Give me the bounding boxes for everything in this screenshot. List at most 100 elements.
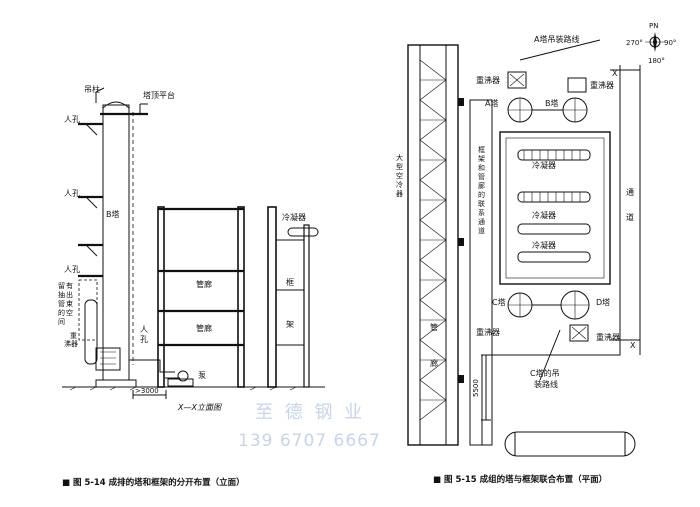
ground-hatch [69,386,297,391]
label-bundle-4: 出 [66,290,73,299]
label-air-cooler-1: 大 [396,153,403,162]
label-dimension-5500: 5500 [472,379,480,397]
label-bundle-3: 抽 [58,290,65,299]
bottom-vessel [504,431,636,457]
label-air-cooler-3: 空 [396,171,403,180]
reboiler-d-box [569,324,589,342]
towers-ab [507,71,588,123]
bottom-box-lines [100,351,116,365]
reboiler-b-box [567,77,587,93]
label-compass-north: PN [649,22,658,30]
label-frame-link-1: 框 [478,145,485,154]
label-bundle-1: 留 [58,281,65,290]
label-pipe-rack-1: 管廊 [196,279,212,289]
label-bundle-5: 管 [58,299,65,308]
label-tower-b: B塔 [545,98,559,108]
label-air-cooler-4: 冷 [396,180,403,189]
label-passage-1: 通 [626,187,634,197]
label-tower-c: C塔 [492,297,506,307]
hanger-post [95,87,105,103]
watermark-line2: 139 6707 6667 [238,431,381,451]
label-section-x-bottom: X [630,341,636,350]
label-tower-a: A塔 [485,98,498,108]
label-c-hoist-line-2: 装路线 [534,379,558,389]
label-compass-180: 180° [648,57,665,65]
pump-base [167,378,194,387]
label-reboiler-3: 器 [71,340,78,348]
label-frame-link-6: 的 [478,190,485,199]
label-reboiler-tr: 重沸器 [590,80,614,90]
label-passage-2: 道 [626,212,634,222]
label-bundle-7: 的 [58,308,65,317]
label-frame-link-9: 通 [478,217,485,226]
label-view-title: X—X立面图 [177,403,222,412]
air-cooler-structure [407,44,464,446]
label-frame-link-2: 架 [478,155,485,163]
label-pump: 泵 [198,371,206,380]
tower-b-head [102,101,130,109]
pipe-rack-frame [157,206,245,388]
reboiler-a-box [507,71,527,89]
reboiler-vessel [84,299,98,365]
tower-bottom-box [95,347,121,371]
bundle-pull-space [78,279,98,341]
label-frame-link-8: 系 [478,208,485,217]
label-frame-link-5: 廊 [478,181,485,190]
label-air-cooler-2: 型 [396,162,403,171]
label-manhole-1: 人孔 [64,115,80,124]
label-condenser-1: 冷凝器 [532,160,556,170]
label-pipe-rack-2: 管廊 [196,323,212,333]
label-top-platform: 塔顶平台 [143,90,175,100]
label-bundle-6: 束 [66,300,73,308]
road-outline [481,65,621,445]
watermark: 至 德 钢 业 139 6707 6667 [238,402,381,451]
label-reboiler-2: 沸 [64,339,71,348]
label-reboiler-bl: 重沸器 [476,327,500,337]
a-hoist-route [519,39,601,61]
label-a-hoist-line: A塔吊装路线 [534,34,579,44]
label-manhole-bottom-a: 人 [140,325,148,334]
label-frame-link-3: 和 [478,163,485,172]
watermark-line1: 至 德 钢 业 [255,402,365,423]
right-caption: ■ 图 5-15 成组的塔与框架联合布置（平面） [433,474,607,485]
structure-frame [267,206,319,388]
condenser-rows [517,149,591,263]
main-frame-inner [505,137,605,279]
label-pipe-rack-1: 管 [430,322,438,332]
label-bundle-8: 空 [66,308,73,317]
label-frame-link-4: 管 [478,172,485,181]
label-compass-90: 90° [664,39,676,47]
label-frame-1: 框 [286,277,294,287]
main-frame [499,131,611,285]
label-frame-2: 架 [286,320,294,329]
label-reboiler-1: 重 [70,332,77,340]
right-plan-figure: PN 270° 90° 180° A塔吊装路线 X X 重沸器 重沸器 A塔 B… [396,22,676,485]
tower-foundation [95,379,137,388]
label-reboiler-br: 重沸器 [596,332,620,342]
label-condenser-3: 冷凝器 [532,240,556,250]
left-caption: ■ 图 5-14 成排的塔和框架的分开布置（立面） [62,477,245,488]
tower-b-column [102,104,130,381]
label-hanger: 吊柱 [84,84,100,94]
pump-suction-pipe [129,359,175,373]
label-dimension: >3000 [135,387,159,395]
label-tower-d: D塔 [596,297,610,307]
label-manhole-3: 人孔 [64,265,80,274]
label-air-cooler-5: 器 [396,190,403,198]
compass-rose [645,32,665,52]
pump-symbol [177,370,189,382]
label-bundle-9: 间 [58,318,65,326]
label-pipe-rack-2: 廊 [430,358,438,368]
towers-cd [507,290,590,342]
label-compass-270: 270° [626,39,643,47]
left-elevation-figure: 吊柱 塔顶平台 人孔 人孔 人孔 B塔 人 孔 管廊 管廊 冷凝器 框 架 泵 … [58,84,325,488]
condenser-vessel [287,227,319,237]
label-condenser-2: 冷凝器 [532,210,556,220]
c-hoist-route [539,329,561,381]
label-bundle-2: 有 [66,281,73,290]
label-reboiler-tl: 重沸器 [476,75,500,85]
label-manhole-2: 人孔 [64,189,80,198]
label-section-x-top: X [612,69,618,78]
label-frame-link-10: 道 [478,226,485,235]
